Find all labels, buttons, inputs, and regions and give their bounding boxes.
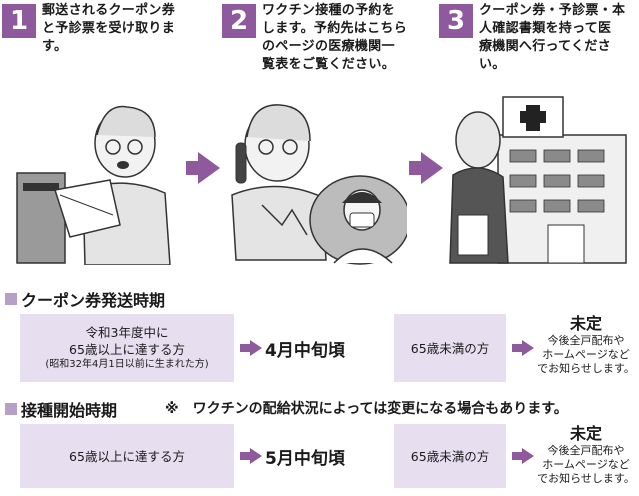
vaccination-note: ※ ワクチンの配給状況によっては変更になる場合もあります。 (165, 401, 568, 417)
coupon-group1-box: 令和3年度中に 65歳以上に達する方 (昭和32年4月1日以前に生まれた方) (20, 314, 234, 382)
step-1-line-2: と予診票を受け取りま (42, 21, 176, 36)
vaccination-group1-value: 5月中旬頃 (265, 449, 345, 469)
step-2-line-4: 覧表をご覧ください。 (262, 57, 396, 72)
step-3-line-2: 人確認書類を持って医 (479, 21, 612, 36)
step-2-line-1: ワクチン接種の予約を (262, 3, 396, 18)
coupon-group1-line2: 65歳以上に達する方 (69, 342, 185, 357)
coupon-group2-detail-1: 今後全戸配布や (547, 334, 625, 347)
step-3-line-4: い。 (479, 57, 506, 72)
coupon-group2-arrow (512, 340, 534, 356)
illustration-hospital-visit (449, 96, 627, 264)
step-3-number: 3 (439, 4, 473, 38)
step-1-line-3: す。 (42, 39, 68, 54)
illustration-phone-reservation (231, 104, 407, 265)
vaccination-heading-square (5, 403, 17, 415)
coupon-group1-value: 4月中旬頃 (265, 341, 345, 361)
vaccination-group2-status: 未定 (569, 424, 602, 443)
coupon-group2-detail-3: でお知らせします。 (537, 362, 635, 375)
vaccination-group2-detail-2: ホームページなど (542, 458, 630, 471)
step-1-text: 郵送されるクーポン券 と予診票を受け取りま す。 (42, 2, 175, 56)
coupon-group1-arrow (240, 340, 262, 356)
vaccination-group2-detail-3: でお知らせします。 (537, 472, 635, 485)
vaccination-heading-text: 接種開始時期 (21, 401, 118, 420)
vaccination-section-heading: 接種開始時期 (5, 397, 117, 421)
flow-arrow-2-icon (421, 152, 443, 184)
vaccination-group2-detail-1: 今後全戸配布や (547, 444, 625, 457)
step-2-line-2: します。予約先はこちら (262, 21, 408, 36)
coupon-heading-text: クーポン券発送時期 (21, 291, 166, 310)
step-1-line-1: 郵送されるクーポン券 (42, 3, 176, 18)
vaccination-group2-arrow (512, 448, 534, 464)
vaccination-group1-box: 65歳以上に達する方 (20, 424, 234, 488)
illustration-receive-mail (16, 105, 171, 265)
step-2-line-3: のページの医療機関一 (262, 39, 395, 54)
coupon-group2-undecided: 未定 今後全戸配布や ホームページなど でお知らせします。 (536, 314, 636, 376)
vaccination-group2-undecided: 未定 今後全戸配布や ホームページなど でお知らせします。 (536, 424, 636, 486)
vaccination-group1-arrow (240, 448, 262, 464)
step-2-number: 2 (222, 4, 256, 38)
coupon-heading-square (5, 293, 17, 305)
coupon-group2-detail-2: ホームページなど (542, 348, 630, 361)
coupon-group2-label: 65歳未満の方 (410, 340, 490, 356)
flow-arrow-2-bar (409, 161, 421, 175)
step-2-text: ワクチン接種の予約を します。予約先はこちら のページの医療機関一 覧表をご覧く… (262, 2, 407, 74)
coupon-section-heading: クーポン券発送時期 (5, 287, 165, 311)
coupon-group2-status: 未定 (569, 314, 602, 333)
vaccination-group2-label: 65歳未満の方 (410, 448, 490, 464)
step-3-line-3: 療機関へ行ってくださ (479, 39, 611, 54)
coupon-group1-line3: (昭和32年4月1日以前に生まれた方) (45, 359, 209, 370)
step-3-text: クーポン券・予診票・本 人確認書類を持って医 療機関へ行ってくださ い。 (479, 2, 625, 74)
flow-arrow-1-bar (186, 161, 198, 175)
flow-arrow-1-icon (198, 152, 220, 184)
step-1-number: 1 (2, 4, 36, 38)
vaccination-group1-label: 65歳以上に達する方 (69, 448, 185, 464)
coupon-group1-line1: 令和3年度中に (85, 325, 169, 340)
vaccination-group2-box: 65歳未満の方 (394, 424, 506, 488)
step-3-line-1: クーポン券・予診票・本 (479, 3, 626, 18)
coupon-group2-box: 65歳未満の方 (394, 314, 506, 382)
